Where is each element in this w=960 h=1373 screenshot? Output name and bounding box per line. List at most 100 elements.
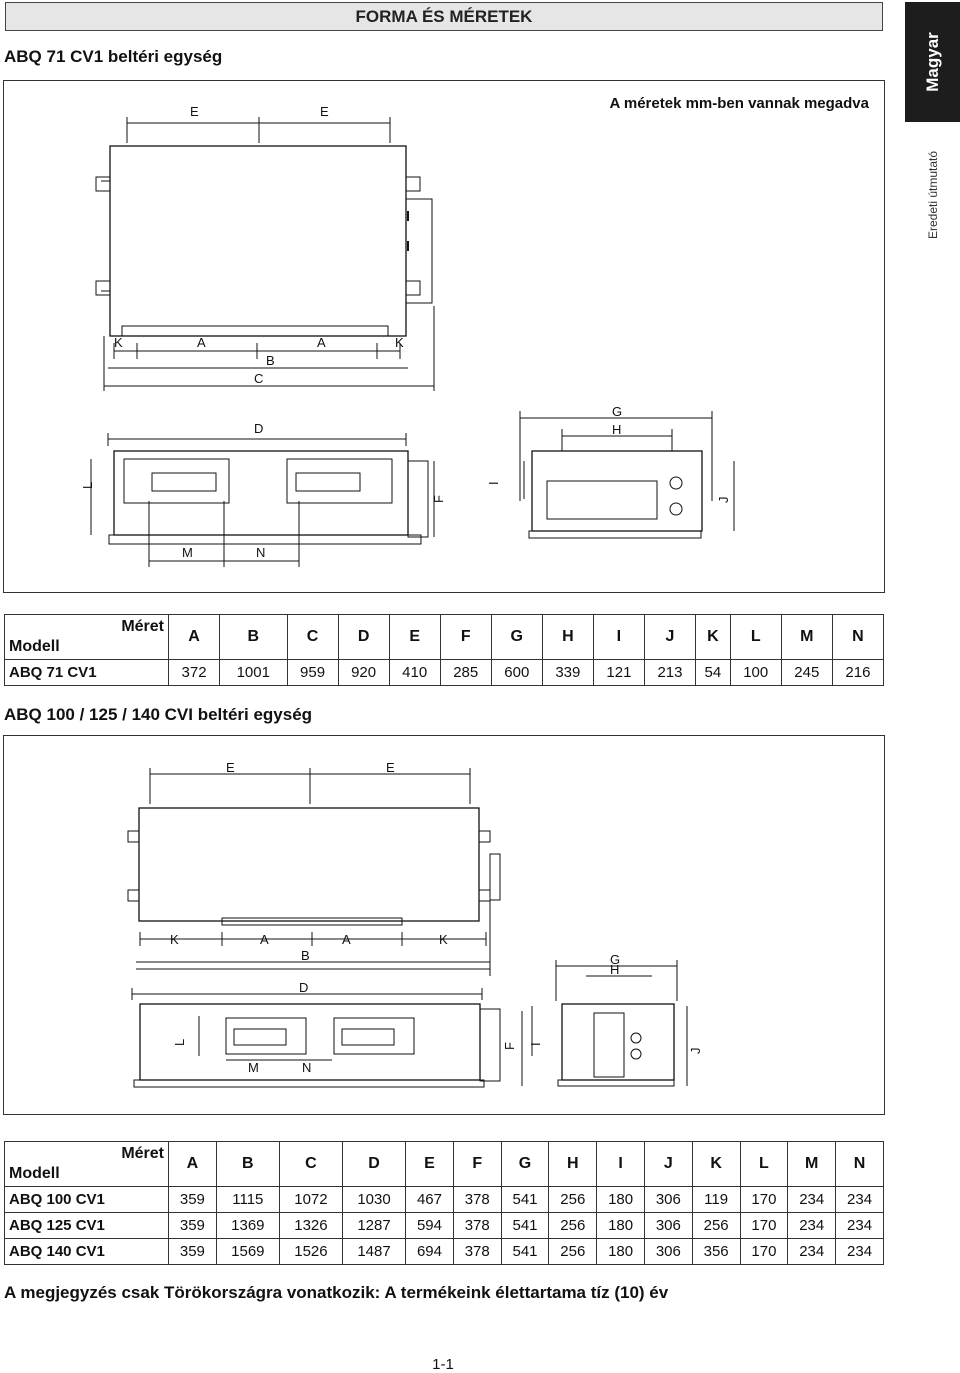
column-header: D	[337, 614, 390, 660]
column-header: B	[219, 614, 288, 660]
value-cell: 121	[592, 659, 645, 686]
value-cell: 234	[787, 1186, 837, 1213]
value-cell: 256	[548, 1238, 598, 1265]
dim-label-f: F	[431, 495, 446, 503]
value-cell: 234	[835, 1186, 884, 1213]
value-cell: 170	[739, 1238, 789, 1265]
model-cell: ABQ 100 CV1	[4, 1186, 169, 1213]
value-cell: 54	[695, 659, 731, 686]
column-header: I	[596, 1141, 645, 1187]
value-cell: 1072	[278, 1186, 343, 1213]
dim-label-n: N	[302, 1060, 311, 1075]
value-cell: 234	[835, 1212, 884, 1239]
value-cell: 541	[500, 1186, 550, 1213]
value-cell: 1287	[341, 1212, 407, 1239]
manual-type-label: Eredeti útmutató	[905, 140, 960, 250]
value-cell: 285	[439, 659, 492, 686]
value-cell: 694	[405, 1238, 454, 1265]
dim-label-k2: K	[395, 335, 404, 350]
value-cell: 1115	[215, 1186, 280, 1213]
dim-label-m: M	[182, 545, 193, 560]
dim-label-a2: A	[342, 932, 351, 947]
value-cell: 1487	[341, 1238, 407, 1265]
dim-label-e2: E	[320, 104, 329, 119]
dim-label-l: L	[172, 1039, 187, 1046]
page-header: FORMA ÉS MÉRETEK	[5, 2, 883, 31]
dim-label-n: N	[256, 545, 265, 560]
value-cell: 234	[835, 1238, 884, 1265]
column-header: E	[388, 614, 441, 660]
dim-label-h: H	[612, 422, 621, 437]
value-cell: 600	[490, 659, 543, 686]
value-cell: 170	[739, 1186, 789, 1213]
model-cell: ABQ 140 CV1	[4, 1238, 169, 1265]
value-cell: 541	[500, 1212, 550, 1239]
column-header: M	[780, 614, 833, 660]
dim-label-l: L	[80, 482, 95, 489]
value-cell: 119	[691, 1186, 741, 1213]
dim-label-f: F	[502, 1042, 517, 1050]
dim-label-b: B	[266, 353, 275, 368]
column-header: A	[167, 614, 221, 660]
value-cell: 234	[787, 1212, 837, 1239]
value-cell: 216	[831, 659, 885, 686]
value-cell: 959	[286, 659, 339, 686]
units-note: A méretek mm-ben vannak megadva	[609, 95, 869, 112]
value-cell: 359	[168, 1186, 217, 1213]
column-header: K	[695, 614, 731, 660]
value-cell: 1369	[215, 1212, 280, 1239]
dim-label-j: J	[688, 1048, 703, 1055]
column-header: M	[787, 1141, 837, 1187]
dim-label-d: D	[254, 421, 263, 436]
abq71-technical-drawing: E E K A A K B C D G H M N L F I J	[80, 104, 735, 567]
value-cell: 920	[337, 659, 390, 686]
column-header: K	[691, 1141, 741, 1187]
dim-label-b: B	[301, 948, 310, 963]
value-cell: 234	[787, 1238, 837, 1265]
value-cell: 356	[691, 1238, 741, 1265]
value-cell: 256	[548, 1212, 598, 1239]
value-cell: 245	[780, 659, 833, 686]
dim-label-c: C	[254, 371, 263, 386]
column-header: C	[278, 1141, 343, 1187]
section1-title: ABQ 71 CV1 beltéri egység	[4, 47, 223, 66]
table-row: ABQ 71 CV1 372 1001 959 920 410 285 600 …	[4, 659, 885, 686]
value-cell: 372	[167, 659, 221, 686]
column-header: L	[739, 1141, 789, 1187]
column-header: F	[452, 1141, 502, 1187]
dim-label-a1: A	[260, 932, 269, 947]
page-header-title: FORMA ÉS MÉRETEK	[355, 7, 533, 26]
dim-label-e2: E	[386, 760, 395, 775]
dim-label-k1: K	[170, 932, 179, 947]
value-cell: 594	[405, 1212, 454, 1239]
value-cell: 1030	[341, 1186, 407, 1213]
value-cell: 378	[452, 1212, 502, 1239]
value-cell: 410	[388, 659, 441, 686]
spec-table-abq71: Méret Modell A B C D E F G H I J K L M N…	[4, 614, 885, 686]
column-header: B	[215, 1141, 280, 1187]
corner-size-label: Méret	[121, 618, 164, 635]
value-cell: 1326	[278, 1212, 343, 1239]
dim-label-d: D	[299, 980, 308, 995]
corner-model-label: Modell	[9, 638, 60, 655]
dim-label-i: I	[528, 1042, 543, 1046]
table-corner: Méret Modell	[4, 614, 169, 660]
value-cell: 467	[405, 1186, 454, 1213]
corner-size-label: Méret	[121, 1145, 164, 1162]
table-corner: Méret Modell	[4, 1141, 169, 1187]
value-cell: 180	[596, 1212, 645, 1239]
value-cell: 180	[596, 1186, 645, 1213]
column-header: A	[168, 1141, 217, 1187]
footnote: A megjegyzés csak Törökországra vonatkoz…	[4, 1283, 669, 1302]
column-header: C	[286, 614, 339, 660]
dim-label-k2: K	[439, 932, 448, 947]
value-cell: 256	[691, 1212, 741, 1239]
dim-label-m: M	[248, 1060, 259, 1075]
column-header: G	[500, 1141, 550, 1187]
dim-label-i: I	[486, 481, 501, 485]
dim-label-g: G	[610, 952, 620, 967]
value-cell: 339	[541, 659, 594, 686]
dim-label-a2: A	[317, 335, 326, 350]
manual-type-text: Eredeti útmutató	[925, 150, 940, 240]
model-cell: ABQ 71 CV1	[4, 659, 169, 686]
